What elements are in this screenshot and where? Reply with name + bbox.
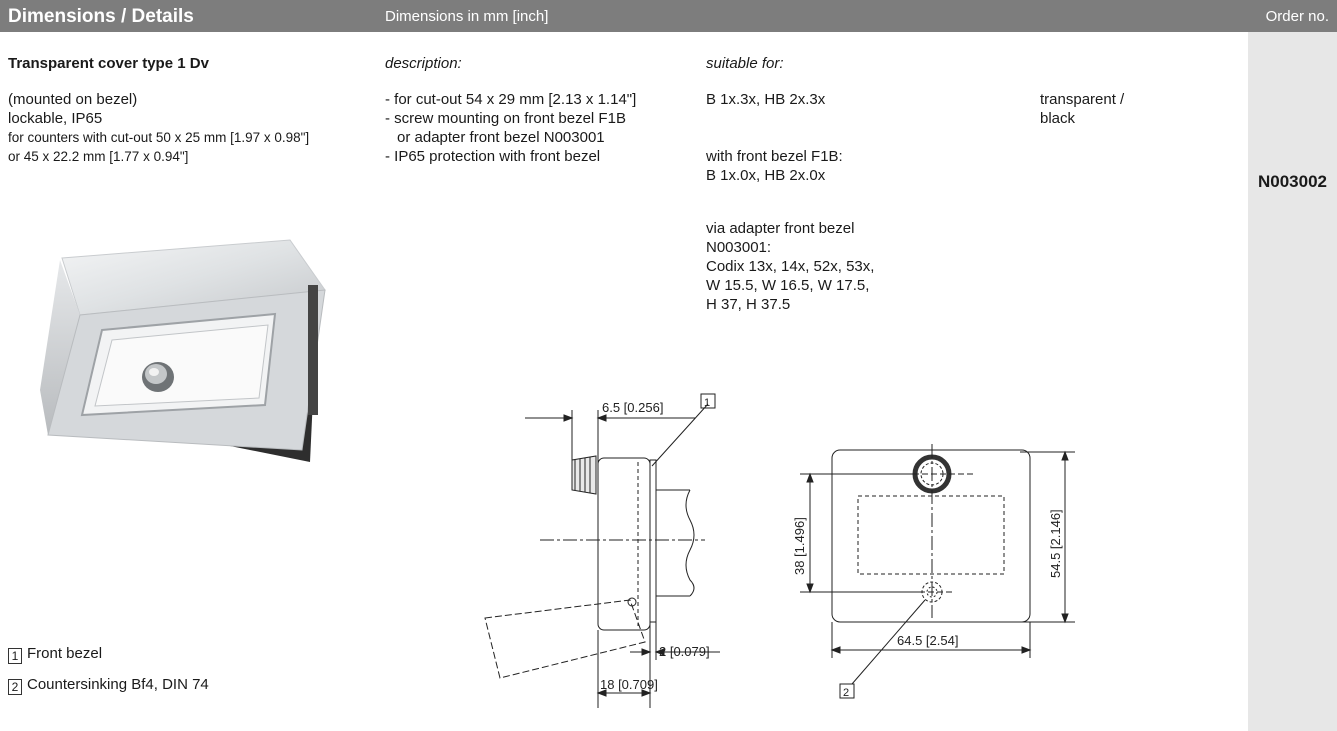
- description-heading: description:: [385, 55, 462, 72]
- suitable-line: via adapter front bezel: [706, 220, 855, 237]
- legend-item: 1 Front bezel: [8, 644, 102, 664]
- break-line: [685, 489, 695, 597]
- product-title: Transparent cover type 1 Dv: [8, 55, 209, 72]
- arrow: [806, 583, 814, 594]
- description-item: - for cut-out 54 x 29 mm [2.13 x 1.14"]: [385, 91, 637, 108]
- legend-item: 2 Countersinking Bf4, DIN 74: [8, 675, 209, 695]
- order-number: N003002: [1257, 172, 1327, 191]
- header-title: Dimensions / Details: [8, 6, 194, 27]
- dim-label: 64.5 [2.54]: [897, 633, 958, 648]
- arrow: [1061, 450, 1069, 461]
- suitable-line: N003001:: [706, 239, 772, 256]
- color-line: transparent /: [1040, 91, 1125, 108]
- cover-side: [40, 260, 80, 435]
- open-cover-outline: [484, 599, 646, 679]
- dim-label: 54.5 [2.146]: [1048, 509, 1063, 578]
- hinge-edge: [308, 285, 318, 415]
- hinge-pin: [627, 597, 637, 607]
- description-item: - screw mounting on front bezel F1B: [385, 110, 626, 127]
- dim-label: 6.5 [0.256]: [602, 400, 663, 415]
- color-line: black: [1040, 110, 1076, 127]
- product-desc-line: (mounted on bezel): [8, 91, 138, 108]
- front-body-outline: [831, 449, 1031, 623]
- arrow: [1021, 646, 1032, 654]
- legend-label: Front bezel: [27, 645, 103, 662]
- header-order-label: Order no.: [1265, 8, 1329, 25]
- arrow: [563, 414, 574, 422]
- front-bezel-outline: [649, 459, 657, 623]
- leader-line: [651, 403, 709, 467]
- arrow: [654, 648, 665, 656]
- product-desc-line: lockable, IP65: [8, 110, 103, 127]
- arrow: [830, 646, 841, 654]
- arrow: [641, 648, 652, 656]
- callout-number: 2: [843, 687, 849, 699]
- cover-window-inner: [94, 324, 269, 407]
- callout-number: 1: [704, 397, 710, 409]
- suitable-line: Codix 13x, 14x, 52x, 53x,: [706, 258, 875, 275]
- arrow: [806, 472, 814, 483]
- callout-box: [839, 683, 855, 699]
- window-hidden-outline: [857, 495, 1005, 575]
- arrow: [596, 689, 607, 697]
- cover-body: [597, 457, 651, 631]
- arrow: [1061, 613, 1069, 624]
- suitable-line: B 1x.0x, HB 2x.0x: [706, 167, 826, 184]
- product-desc-line: for counters with cut-out 50 x 25 mm [1.…: [8, 130, 310, 145]
- leader-line: [851, 599, 926, 685]
- dim-label: 18 [0.709]: [600, 677, 658, 692]
- suitable-heading: suitable for:: [706, 55, 784, 72]
- suitable-line: W 15.5, W 16.5, W 17.5,: [706, 277, 870, 294]
- lock-knob-highlight: [149, 368, 159, 376]
- header-dimensions-label: Dimensions in mm [inch]: [385, 8, 549, 25]
- product-photo: [40, 239, 326, 462]
- description-item: - IP65 protection with front bezel: [385, 148, 601, 165]
- legend-number-box: 1: [8, 648, 22, 664]
- legend-label: Countersinking Bf4, DIN 74: [27, 676, 209, 693]
- front-view-drawing: 64.5 [2.54] 38 [1.496] 54.5 [2.146] 2: [792, 444, 1075, 699]
- dim-label: 2 [0.079]: [659, 644, 710, 659]
- arrow: [641, 689, 652, 697]
- arrow: [596, 414, 607, 422]
- callout-box: [700, 393, 716, 409]
- order-column: N003002: [1248, 32, 1337, 731]
- suitable-line: H 37, H 37.5: [706, 296, 791, 313]
- knob-side: [571, 455, 597, 495]
- header-bar: Dimensions / Details Dimensions in mm [i…: [0, 0, 1337, 32]
- dim-label: 38 [1.496]: [792, 517, 807, 575]
- suitable-line: B 1x.3x, HB 2x.3x: [706, 91, 826, 108]
- side-view-drawing: 6.5 [0.256] 1 2 [0.079] 18 [0.709]: [484, 393, 720, 708]
- description-item: or adapter front bezel N003001: [397, 129, 605, 146]
- suitable-line: with front bezel F1B:: [706, 148, 843, 165]
- legend-number-box: 2: [8, 679, 22, 695]
- product-desc-line: or 45 x 22.2 mm [1.77 x 0.94"]: [8, 149, 189, 164]
